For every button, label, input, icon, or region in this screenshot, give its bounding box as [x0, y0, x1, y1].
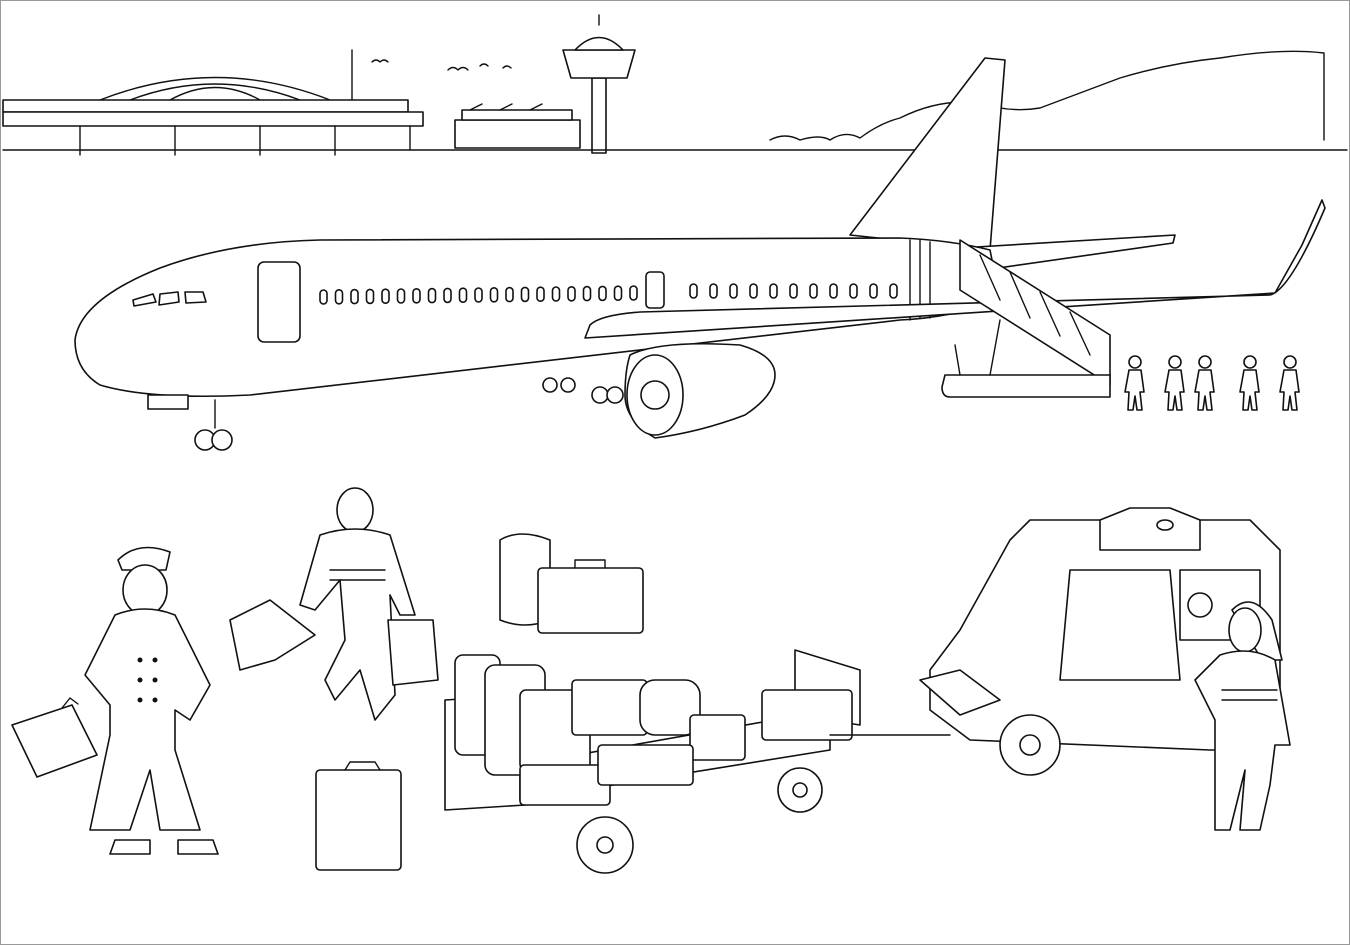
window	[458, 287, 468, 304]
passenger-windows	[319, 283, 898, 305]
window	[689, 283, 698, 299]
airplane	[74, 57, 1326, 451]
worker-suitcases	[229, 599, 439, 686]
window	[567, 285, 576, 302]
window	[365, 288, 375, 305]
passenger	[1124, 355, 1145, 411]
window	[749, 283, 758, 299]
window	[809, 283, 818, 299]
beacon-light	[1156, 519, 1174, 531]
front-door	[257, 261, 301, 343]
pilot-cap	[117, 546, 171, 571]
window	[505, 286, 514, 303]
mid-door	[645, 271, 665, 309]
window	[629, 285, 638, 301]
window	[443, 287, 452, 304]
window	[869, 283, 878, 299]
baggage-cart	[444, 649, 951, 874]
passenger	[1239, 355, 1260, 411]
wing	[584, 199, 1326, 339]
birds	[371, 59, 512, 71]
window	[536, 286, 545, 303]
ground-worker	[299, 487, 416, 721]
window	[613, 285, 623, 302]
window	[709, 283, 718, 299]
passenger	[1164, 355, 1185, 411]
window	[489, 286, 499, 303]
landing-gear	[147, 377, 624, 451]
window	[829, 283, 838, 299]
loose-luggage	[315, 533, 644, 871]
window	[769, 283, 778, 299]
fuselage	[74, 237, 1001, 398]
ground-staff-woman	[1194, 601, 1291, 831]
boarding-stairs	[941, 239, 1111, 398]
window	[551, 286, 561, 302]
pilot-briefcase	[11, 697, 98, 778]
terminal-building	[2, 49, 424, 156]
window	[319, 289, 328, 305]
window	[381, 288, 390, 305]
passengers-group	[1124, 355, 1300, 411]
window	[412, 287, 421, 304]
window	[474, 287, 483, 303]
pilot-buttons	[137, 657, 158, 703]
window	[849, 283, 858, 299]
pilot	[84, 546, 219, 855]
hangar	[454, 103, 581, 149]
engine-fan	[640, 380, 670, 410]
window	[396, 288, 406, 304]
window	[427, 287, 437, 304]
window	[334, 288, 344, 305]
window	[598, 285, 607, 302]
window	[789, 283, 798, 299]
window	[350, 288, 359, 305]
window	[520, 286, 530, 303]
passenger	[1194, 355, 1215, 411]
passenger	[1279, 355, 1300, 411]
window	[889, 283, 898, 299]
window	[582, 285, 592, 302]
steering-wheel	[1187, 592, 1213, 618]
window	[729, 283, 738, 299]
cockpit-windows	[132, 291, 207, 307]
control-tower	[562, 14, 636, 154]
